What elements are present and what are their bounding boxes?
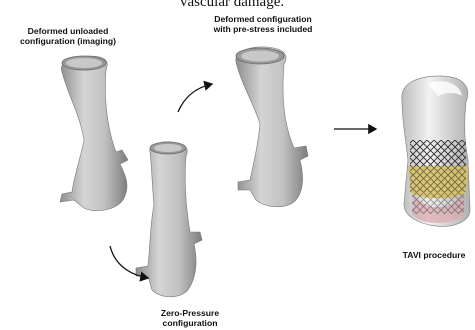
stent-mesh <box>410 140 466 166</box>
aorta-model-tavi <box>402 76 470 226</box>
aorta-model-prestress <box>236 47 308 207</box>
aorta-model-unloaded <box>60 56 128 211</box>
arrow-zero-pressure-to-prestress <box>178 84 212 112</box>
aorta-model-zero-pressure <box>136 142 202 297</box>
